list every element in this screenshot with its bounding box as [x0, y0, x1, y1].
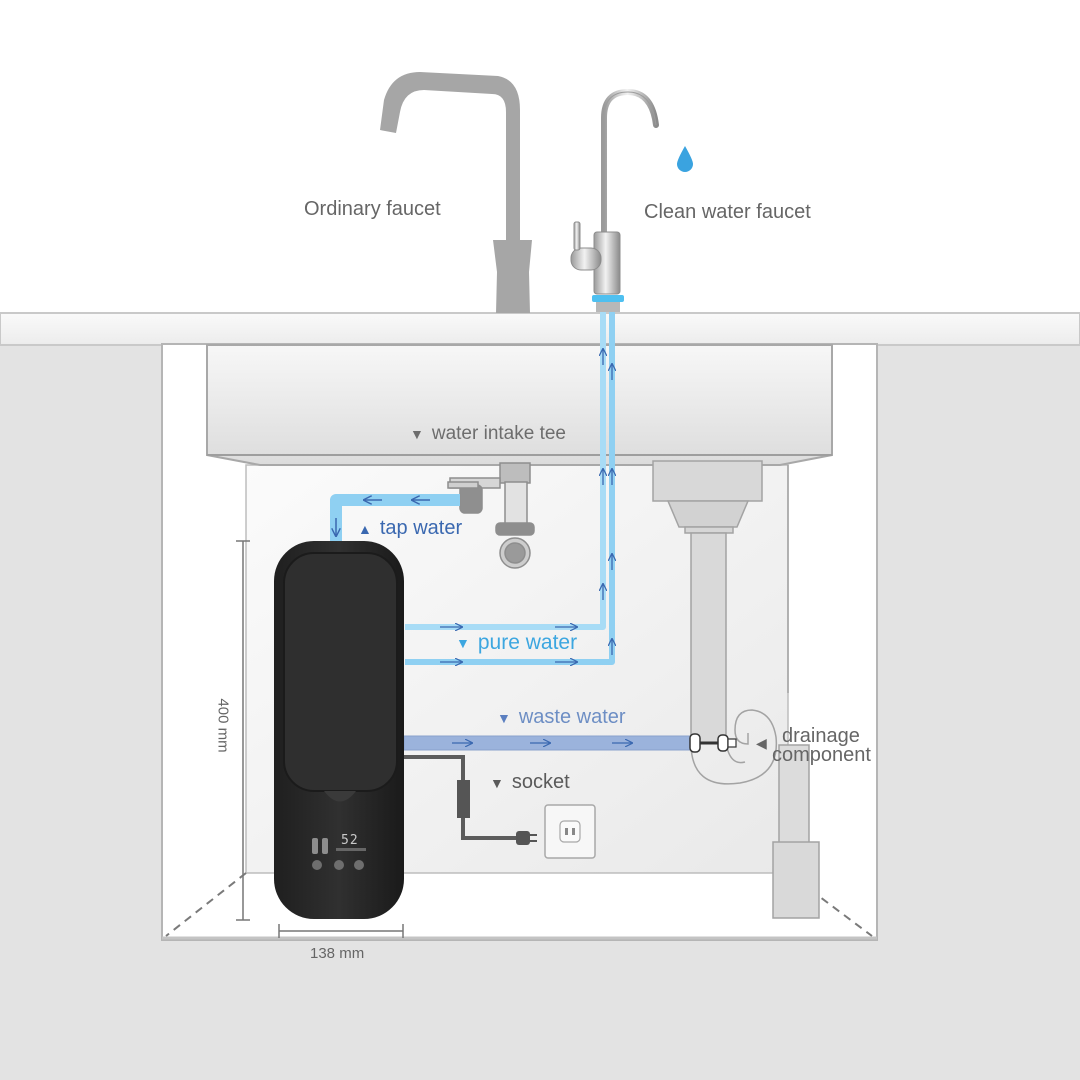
drainage-label-line2: component: [772, 744, 871, 766]
down-triangle-marker: ▼: [497, 709, 511, 726]
down-triangle-marker: ▼: [410, 425, 424, 442]
water-drop-icon: [677, 146, 693, 172]
power-cord: [404, 755, 537, 845]
tap-water-callout: ▲ tap water: [358, 518, 462, 538]
water-intake-tee-callout: ▼ water intake tee: [410, 424, 566, 443]
tap-water-pipe: [330, 494, 460, 548]
up-triangle-marker: ▲: [358, 520, 372, 537]
waste-water-label: waste water: [518, 706, 626, 728]
perspective-line-left: [165, 872, 247, 937]
water-intake-tee-label: water intake tee: [431, 423, 566, 444]
socket-callout: ▼ socket: [490, 772, 570, 792]
left-triangle-marker: ◀: [756, 735, 767, 751]
waste-water-callout: ▼ waste water: [497, 707, 626, 727]
ordinary-faucet-label: Ordinary faucet: [304, 198, 441, 220]
tap-water-label: tap water: [379, 517, 463, 539]
pure-water-label: pure water: [477, 631, 578, 654]
socket-label: socket: [511, 771, 570, 793]
water-intake-tee: [447, 462, 535, 569]
drainage-label-line1: drainage: [782, 725, 860, 747]
device-display-reading: 52: [341, 833, 359, 848]
drainage-component: [652, 460, 820, 919]
wall: [0, 0, 1080, 315]
waste-water-pipe: [403, 733, 737, 753]
down-triangle-marker: ▼: [490, 774, 504, 791]
wall-socket: [544, 804, 596, 859]
width-dimension-label: 138 mm: [310, 945, 365, 962]
sink-basin: [206, 344, 833, 466]
height-dimension-label: 400 mm: [214, 698, 232, 753]
width-dimension-line: [278, 924, 404, 938]
pure-water-pipe: [405, 312, 612, 662]
clean-water-faucet-label: Clean water faucet: [644, 201, 811, 223]
down-triangle-marker: ▼: [456, 635, 470, 652]
countertop: [0, 312, 1080, 346]
pure-water-callout: ▼ pure water: [456, 632, 577, 653]
ordinary-faucet: [380, 72, 532, 313]
clean-water-faucet: [570, 88, 659, 312]
height-dimension-line: [236, 540, 250, 921]
water-purifier-device: [274, 541, 404, 919]
